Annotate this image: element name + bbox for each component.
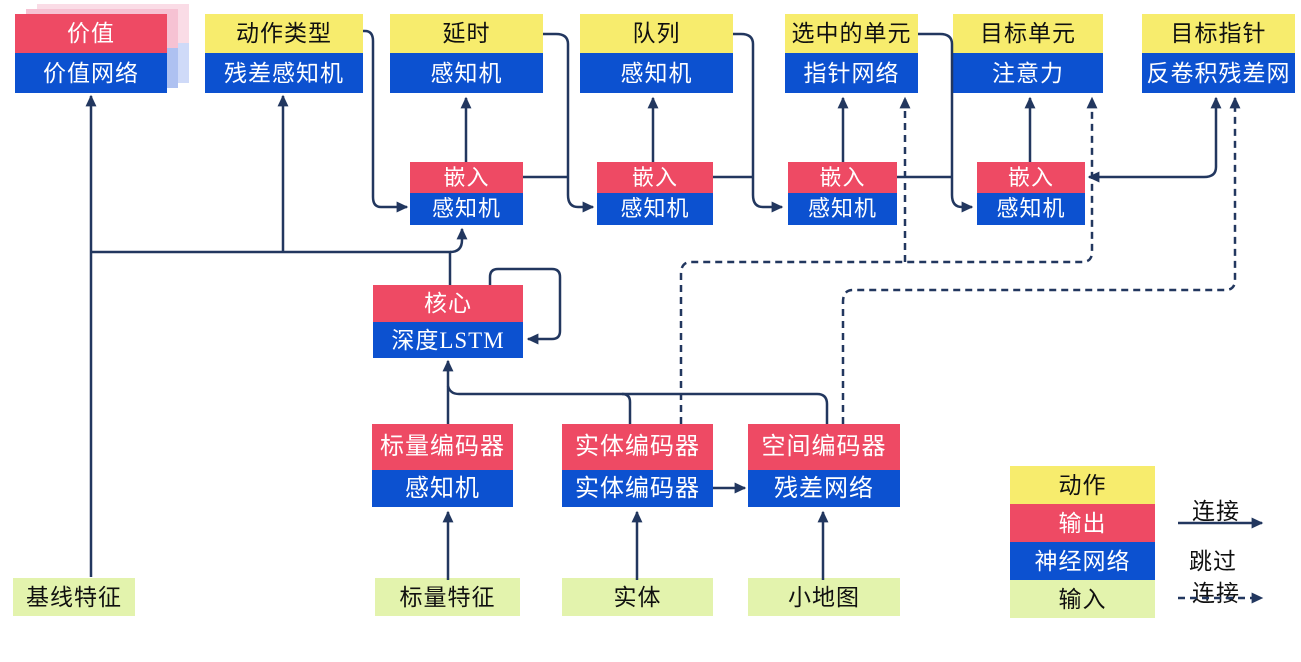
embedding-1-network: 感知机 (410, 193, 523, 225)
input-entities: 实体 (562, 578, 713, 616)
legend-neural-network: 神经网络 (1010, 542, 1155, 580)
head-selected-units-network: 指针网络 (785, 53, 918, 93)
legend-color-key: 动作 输出 神经网络 输入 (1010, 466, 1155, 618)
head-queue-action: 队列 (580, 14, 733, 53)
head-target-unit-action: 目标单元 (953, 14, 1103, 53)
embedding-4: 嵌入 感知机 (977, 162, 1085, 225)
scalar-encoder-output: 标量编码器 (372, 424, 513, 470)
input-minimap: 小地图 (748, 578, 900, 616)
head-value: 价值 价值网络 (15, 14, 167, 93)
embedding-3-output: 嵌入 (788, 162, 897, 193)
embedding-1-output: 嵌入 (410, 162, 523, 193)
embedding-4-network: 感知机 (977, 193, 1085, 225)
embedding-3-network: 感知机 (788, 193, 897, 225)
embedding-4-output: 嵌入 (977, 162, 1085, 193)
input-scalar-features: 标量特征 (375, 578, 520, 616)
core: 核心 深度LSTM (373, 285, 523, 358)
head-queue: 队列 感知机 (580, 14, 733, 93)
legend-solid-arrow-label: 连接 (1192, 499, 1240, 524)
head-target-point-action: 目标指针 (1142, 14, 1295, 53)
head-action-type-action: 动作类型 (205, 14, 363, 53)
head-selected-units-action: 选中的单元 (785, 14, 918, 53)
head-target-point: 目标指针 反卷积残差网 (1142, 14, 1295, 93)
head-delay-action: 延时 (390, 14, 543, 53)
embedding-2: 嵌入 感知机 (597, 162, 713, 225)
entity-encoder: 实体编码器 实体编码器 (562, 424, 713, 507)
legend-action: 动作 (1010, 466, 1155, 504)
head-queue-network: 感知机 (580, 53, 733, 93)
core-output: 核心 (373, 285, 523, 322)
embedding-2-network: 感知机 (597, 193, 713, 225)
scalar-encoder: 标量编码器 感知机 (372, 424, 513, 507)
legend-input: 输入 (1010, 580, 1155, 618)
entity-encoder-network: 实体编码器 (562, 470, 713, 507)
embedding-1: 嵌入 感知机 (410, 162, 523, 225)
head-value-network: 价值网络 (15, 53, 167, 93)
head-value-output: 价值 (15, 14, 167, 53)
head-delay-network: 感知机 (390, 53, 543, 93)
embedding-2-output: 嵌入 (597, 162, 713, 193)
entity-encoder-output: 实体编码器 (562, 424, 713, 470)
head-action-type-network: 残差感知机 (205, 53, 363, 93)
head-delay: 延时 感知机 (390, 14, 543, 93)
spatial-encoder-network: 残差网络 (748, 470, 900, 507)
head-target-unit: 目标单元 注意力 (953, 14, 1103, 93)
head-action-type: 动作类型 残差感知机 (205, 14, 363, 93)
head-target-point-network: 反卷积残差网 (1142, 53, 1295, 93)
spatial-encoder-output: 空间编码器 (748, 424, 900, 470)
legend-dashed-arrow-label-line1: 跳过 (1189, 549, 1237, 574)
core-network: 深度LSTM (373, 322, 523, 358)
head-selected-units: 选中的单元 指针网络 (785, 14, 918, 93)
spatial-encoder: 空间编码器 残差网络 (748, 424, 900, 507)
embedding-3: 嵌入 感知机 (788, 162, 897, 225)
legend-dashed-arrow-label-line2: 连接 (1192, 581, 1240, 606)
input-baseline-features: 基线特征 (13, 578, 135, 616)
head-target-unit-network: 注意力 (953, 53, 1103, 93)
scalar-encoder-network: 感知机 (372, 470, 513, 507)
legend-output: 输出 (1010, 504, 1155, 542)
